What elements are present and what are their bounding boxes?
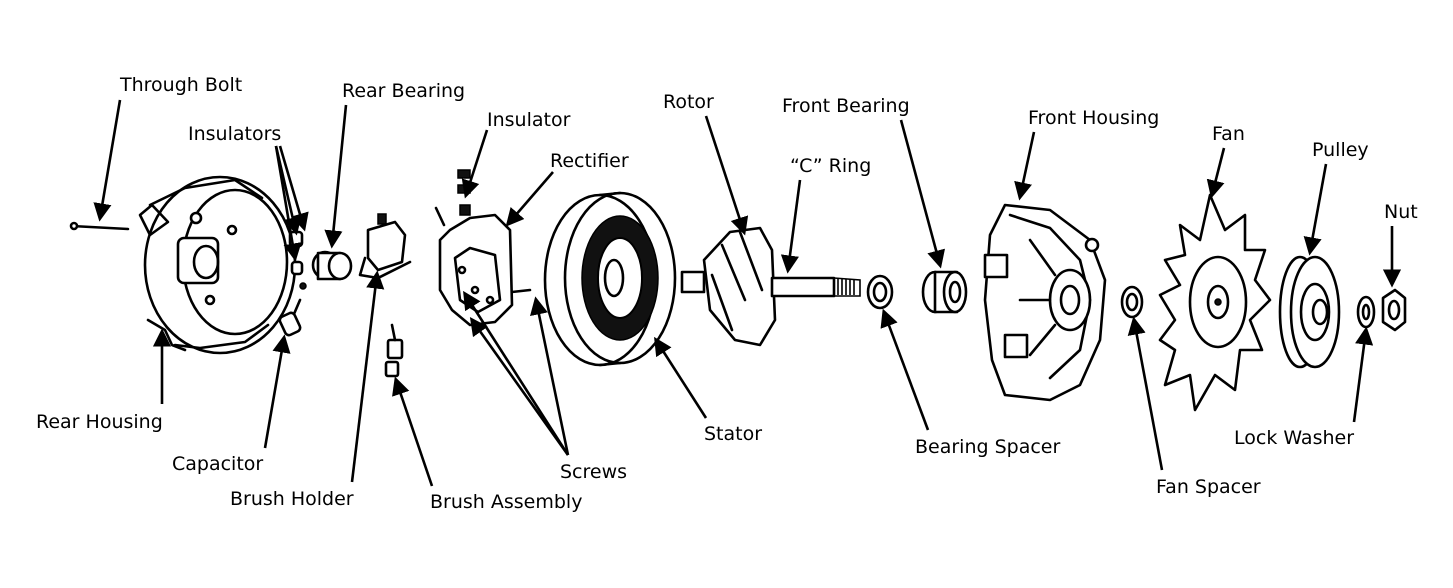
arrow-insulators-b xyxy=(278,145,309,232)
label-insulator: Insulator xyxy=(487,109,571,131)
label-capacitor: Capacitor xyxy=(172,453,263,475)
arrow-bearing-spacer xyxy=(880,308,930,431)
label-front-housing: Front Housing xyxy=(1028,107,1159,129)
label-through-bolt: Through Bolt xyxy=(119,74,242,96)
label-stator: Stator xyxy=(704,423,762,445)
pulley-part xyxy=(1278,255,1341,369)
fan-part xyxy=(1158,193,1272,412)
brush-holder-part xyxy=(358,213,412,280)
arrow-pulley xyxy=(1303,163,1328,256)
arrow-stator xyxy=(654,336,708,419)
label-fan: Fan xyxy=(1212,123,1245,145)
label-rear-housing: Rear Housing xyxy=(36,411,163,433)
label-c-ring: “C” Ring xyxy=(790,155,871,177)
front-bearing-part xyxy=(921,270,968,314)
arrow-screws-b xyxy=(530,296,570,456)
arrow-insulator xyxy=(461,129,489,199)
rectifier-part xyxy=(434,169,532,327)
arrow-fan xyxy=(1206,147,1226,199)
labels: Through Bolt Insulators Rear Bearing Ins… xyxy=(36,74,1418,513)
arrow-rectifier xyxy=(505,171,554,227)
arrow-rear-bearing xyxy=(324,104,348,249)
front-housing-part xyxy=(983,203,1107,402)
label-bearing-spacer: Bearing Spacer xyxy=(915,436,1060,458)
label-fan-spacer: Fan Spacer xyxy=(1156,476,1261,498)
label-rear-bearing: Rear Bearing xyxy=(342,80,465,102)
leader-arrows xyxy=(93,99,1402,487)
arrow-brush-assembly xyxy=(392,376,434,487)
arrow-front-bearing xyxy=(899,119,946,269)
nut-part xyxy=(1381,288,1407,332)
stator-part xyxy=(543,191,677,367)
label-screws: Screws xyxy=(560,461,627,483)
rear-housing-part xyxy=(138,175,297,355)
label-insulators: Insulators xyxy=(188,123,281,145)
capacitor-part xyxy=(278,298,302,337)
label-rectifier: Rectifier xyxy=(550,150,629,172)
arrow-insulators-c xyxy=(274,145,302,262)
label-nut: Nut xyxy=(1384,201,1418,223)
label-front-bearing: Front Bearing xyxy=(782,95,910,117)
fan-spacer-part xyxy=(1120,285,1144,319)
arrow-c-ring xyxy=(780,179,802,274)
arrow-screws-c xyxy=(469,317,570,456)
label-pulley: Pulley xyxy=(1312,139,1369,161)
brush-assembly-part xyxy=(384,323,404,378)
arrow-lock-washer xyxy=(1352,326,1374,423)
arrow-rotor xyxy=(704,115,749,236)
arrow-capacitor xyxy=(263,334,291,449)
label-brush-holder: Brush Holder xyxy=(230,488,354,510)
through-bolt-part xyxy=(69,221,130,231)
arrow-fan-spacer xyxy=(1127,316,1164,471)
lock-washer-part xyxy=(1356,295,1376,329)
arrow-through-bolt xyxy=(93,99,122,222)
label-lock-washer: Lock Washer xyxy=(1234,427,1354,449)
arrow-front-housing xyxy=(1014,131,1036,201)
arrow-brush-holder xyxy=(350,270,385,483)
label-rotor: Rotor xyxy=(663,91,714,113)
rotor-part xyxy=(680,226,861,347)
label-brush-assembly: Brush Assembly xyxy=(430,491,582,513)
rear-bearing-part xyxy=(311,250,353,281)
c-ring-part xyxy=(866,274,894,310)
